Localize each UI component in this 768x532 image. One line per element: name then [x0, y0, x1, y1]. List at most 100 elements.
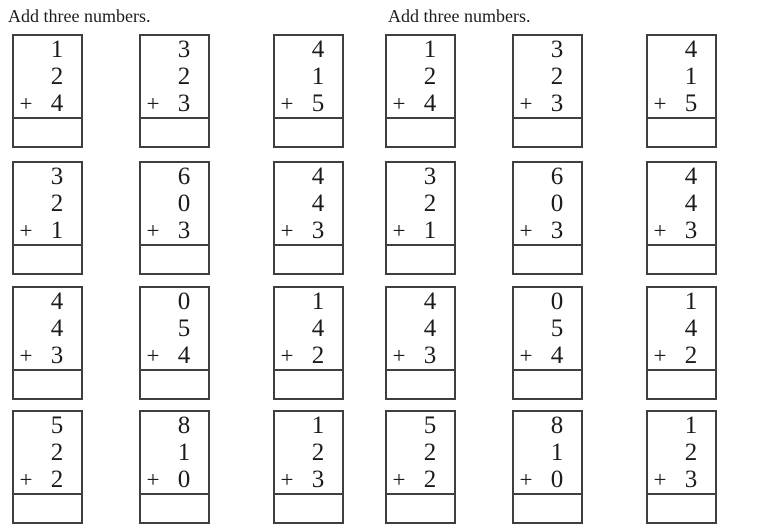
answer-cell[interactable] [139, 119, 210, 148]
addend-stack: 3 2 + 1 [385, 161, 456, 246]
addend-digit: 0 [550, 465, 564, 493]
addend-line: 1 [14, 36, 81, 63]
addend-line: 1 [648, 63, 715, 90]
plus-operator-icon: + [146, 466, 160, 492]
addend-line: 2 [275, 438, 342, 466]
addend-digit: 3 [550, 216, 564, 244]
addend-digit: 4 [423, 314, 437, 342]
addend-digit: 3 [177, 89, 191, 117]
addend-line: + 3 [387, 342, 454, 369]
addend-stack: 6 0 + 3 [139, 161, 210, 246]
problem-box: 3 2 + 3 [139, 34, 210, 148]
problem-box: 1 2 + 4 [385, 34, 456, 148]
addend-line: 4 [387, 288, 454, 315]
plus-operator-icon: + [653, 342, 667, 368]
addend-digit: 0 [550, 189, 564, 217]
addend-digit: 4 [311, 35, 325, 63]
answer-cell[interactable] [12, 246, 83, 275]
addend-line: 8 [141, 412, 208, 439]
problem-box: 0 5 + 4 [139, 286, 210, 400]
plus-operator-icon: + [653, 217, 667, 243]
answer-cell[interactable] [385, 371, 456, 400]
addend-line: 1 [648, 411, 715, 439]
answer-cell[interactable] [139, 246, 210, 275]
addend-digit: 5 [423, 411, 437, 439]
answer-cell[interactable] [273, 371, 344, 400]
answer-cell[interactable] [512, 119, 583, 148]
answer-cell[interactable] [646, 371, 717, 400]
addend-line: 2 [514, 63, 581, 90]
addend-digit: 1 [423, 35, 437, 63]
addend-line: 3 [14, 162, 81, 190]
addend-line: 3 [387, 163, 454, 190]
addend-digit: 3 [311, 465, 325, 493]
addend-line: + 3 [648, 466, 715, 493]
addend-digit: 2 [423, 62, 437, 90]
plus-operator-icon: + [146, 342, 160, 368]
plus-operator-icon: + [392, 466, 406, 492]
addend-digit: 2 [311, 438, 325, 466]
answer-cell[interactable] [512, 371, 583, 400]
answer-cell[interactable] [273, 246, 344, 275]
addend-digit: 4 [50, 287, 64, 315]
answer-cell[interactable] [385, 246, 456, 275]
addend-stack: 6 0 + 3 [512, 161, 583, 246]
addend-line: 2 [14, 438, 81, 466]
addend-line: + 1 [14, 217, 81, 244]
problem-box: 1 4 + 2 [646, 286, 717, 400]
addend-stack: 0 5 + 4 [512, 286, 583, 371]
addend-line: 4 [275, 190, 342, 217]
addend-line: 1 [648, 287, 715, 315]
problem-box: 4 4 + 3 [385, 286, 456, 400]
addend-digit: 5 [50, 411, 64, 439]
answer-cell[interactable] [646, 119, 717, 148]
addend-digit: 2 [50, 438, 64, 466]
answer-cell[interactable] [12, 119, 83, 148]
answer-cell[interactable] [273, 495, 344, 524]
addend-digit: 4 [50, 89, 64, 117]
plus-operator-icon: + [19, 466, 33, 492]
addend-line: 4 [648, 190, 715, 217]
addend-digit: 2 [177, 62, 191, 90]
answer-cell[interactable] [273, 119, 344, 148]
addend-line: 3 [514, 36, 581, 63]
plus-operator-icon: + [392, 342, 406, 368]
problem-box: 5 2 + 2 [12, 410, 83, 524]
addend-line: 5 [387, 411, 454, 439]
answer-cell[interactable] [12, 495, 83, 524]
addend-digit: 1 [311, 411, 325, 439]
addend-digit: 3 [50, 341, 64, 369]
addend-line: 2 [387, 62, 454, 90]
addend-line: 4 [387, 314, 454, 342]
addend-digit: 1 [684, 411, 698, 439]
plus-operator-icon: + [392, 90, 406, 116]
answer-cell[interactable] [12, 371, 83, 400]
addend-digit: 0 [550, 287, 564, 315]
answer-cell[interactable] [385, 495, 456, 524]
addend-digit: 4 [684, 162, 698, 190]
plus-operator-icon: + [19, 217, 33, 243]
addend-line: 2 [387, 190, 454, 217]
addend-line: 4 [648, 162, 715, 190]
answer-cell[interactable] [139, 371, 210, 400]
answer-cell[interactable] [512, 246, 583, 275]
problem-box: 6 0 + 3 [139, 161, 210, 275]
addend-line: + 0 [514, 465, 581, 493]
addend-line: 5 [141, 315, 208, 342]
addend-stack: 4 1 + 5 [646, 34, 717, 119]
answer-cell[interactable] [646, 495, 717, 524]
addend-line: 1 [275, 63, 342, 90]
answer-cell[interactable] [512, 495, 583, 524]
problem-box: 8 1 + 0 [139, 410, 210, 524]
addend-stack: 4 4 + 3 [646, 161, 717, 246]
answer-cell[interactable] [139, 495, 210, 524]
answer-cell[interactable] [646, 246, 717, 275]
addend-digit: 1 [684, 287, 698, 315]
plus-operator-icon: + [280, 90, 294, 116]
answer-cell[interactable] [385, 119, 456, 148]
addend-stack: 0 5 + 4 [139, 286, 210, 371]
plus-operator-icon: + [280, 342, 294, 368]
addend-digit: 2 [684, 438, 698, 466]
addend-digit: 3 [50, 162, 64, 190]
